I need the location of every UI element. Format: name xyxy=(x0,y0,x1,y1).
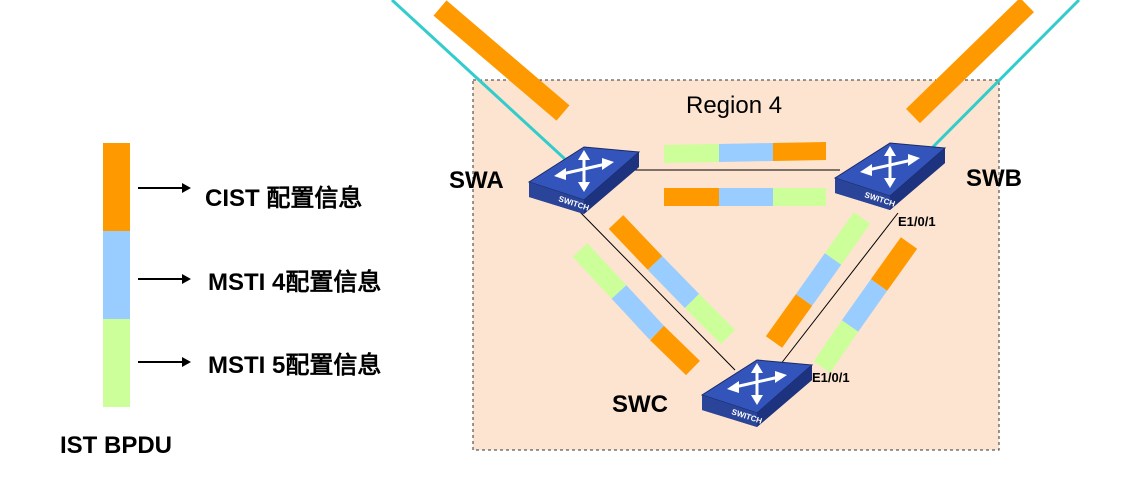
swa-label: SWA xyxy=(449,167,504,194)
link-swb-swc xyxy=(779,212,899,366)
bpdu-swa-swc-left xyxy=(572,243,700,376)
arrow-icon xyxy=(182,183,191,193)
legend-caption: IST BPDU xyxy=(60,432,173,459)
uplink-swa xyxy=(390,0,568,162)
region-label: Region 4 xyxy=(686,92,782,119)
arrow-icon xyxy=(138,187,182,189)
legend-label-msti4: MSTI 4配置信息 xyxy=(208,269,382,296)
legend-bar-cist xyxy=(103,143,130,231)
link-swa-swc xyxy=(579,211,736,371)
bpdu-swa-swb-lower xyxy=(664,188,826,206)
legend-label-msti5: MSTI 5配置信息 xyxy=(208,352,382,379)
arrow-icon xyxy=(138,361,182,363)
bpdu-swb-swc-left xyxy=(765,212,871,348)
arrow-icon xyxy=(138,278,182,280)
swc-switch-icon: SWITCH xyxy=(700,358,814,429)
uplink-bpdu-left xyxy=(433,0,570,121)
swb-label: SWB xyxy=(966,165,1022,192)
arrow-icon xyxy=(182,357,191,367)
uplink-swb xyxy=(918,0,1081,162)
swc-port-label: E1/0/1 xyxy=(812,370,850,385)
bpdu-swa-swc-right xyxy=(608,215,736,345)
swb-port-label: E1/0/1 xyxy=(898,214,936,229)
bpdu-swb-swc-right xyxy=(813,237,918,373)
legend-label-cist: CIST 配置信息 xyxy=(205,185,363,212)
swa-switch-icon: SWITCH xyxy=(527,145,641,216)
swb-switch-icon: SWITCH xyxy=(833,141,947,212)
bpdu-swa-swb-upper xyxy=(664,142,826,163)
legend-bar-msti5 xyxy=(103,319,130,407)
swc-label: SWC xyxy=(612,391,668,418)
uplink-bpdu-right xyxy=(906,0,1034,124)
arrow-icon xyxy=(182,274,191,284)
legend-bar-msti4 xyxy=(103,231,130,319)
